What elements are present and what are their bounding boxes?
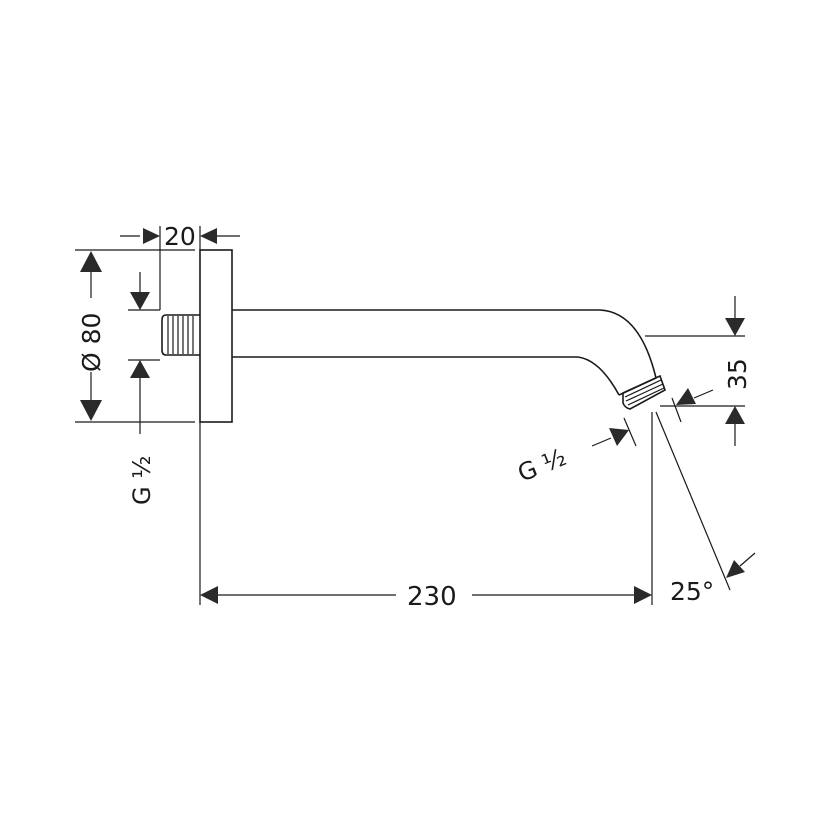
dimension-wall-thread: G ½ [128, 272, 160, 505]
dimension-flange-depth: 20 [120, 222, 240, 310]
outlet-angle-label: 25° [670, 577, 714, 606]
dimension-arm-length: 230 [199, 412, 653, 612]
arm-length-label: 230 [407, 582, 457, 612]
dimension-outlet-thread: G ½ [514, 388, 714, 488]
wall-thread-connector [161, 314, 200, 356]
outlet-thread-label: G ½ [514, 443, 570, 488]
wall-thread-label: G ½ [128, 456, 156, 506]
dimension-flange-diameter: Ø 80 [75, 249, 195, 423]
shower-arm [232, 309, 657, 396]
flange-diameter-label: Ø 80 [77, 313, 106, 372]
outlet-thread [622, 374, 666, 410]
dimension-outlet-angle: 25° [655, 411, 756, 606]
wall-flange [199, 249, 233, 423]
outlet-drop-label: 35 [723, 358, 752, 390]
flange-depth-label: 20 [164, 222, 196, 251]
dimension-outlet-drop: 35 [645, 296, 752, 446]
